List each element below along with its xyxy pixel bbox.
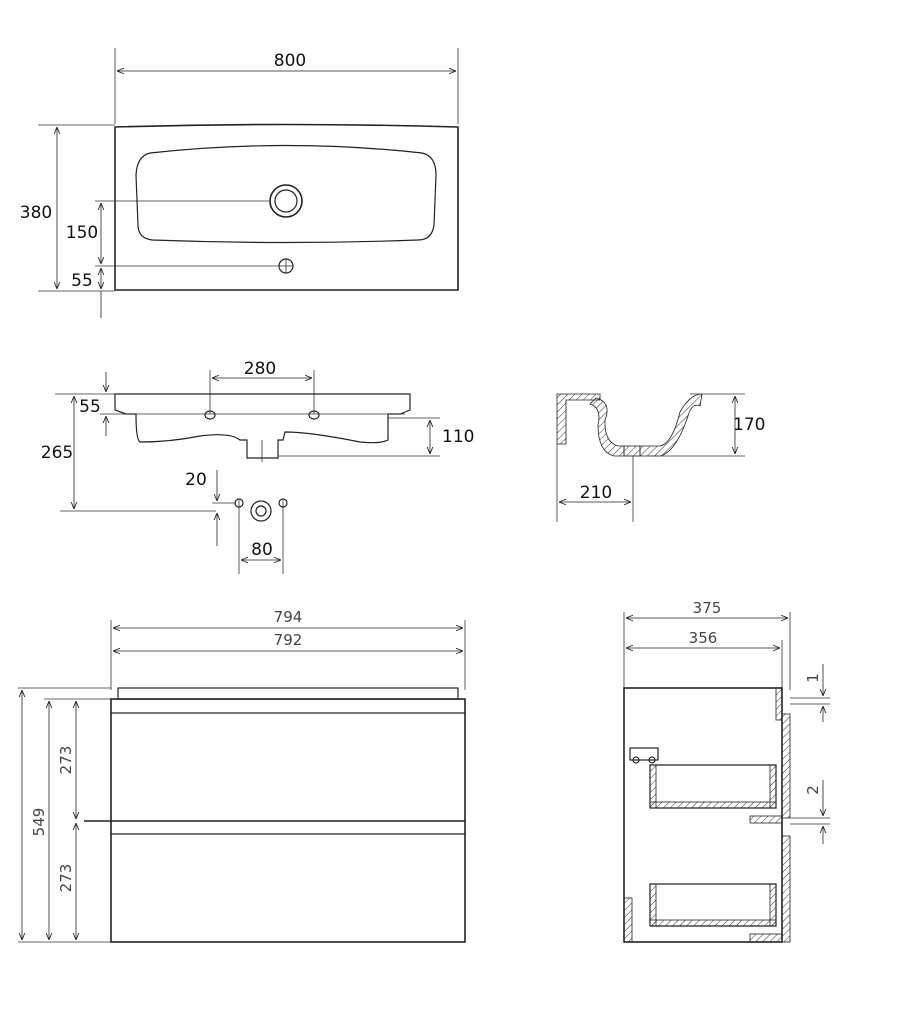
tap-hole-inner <box>274 189 298 213</box>
dim-drain-offset-label: 210 <box>580 483 612 503</box>
dim-gap-top-label: 1 <box>804 673 822 683</box>
dim-tap-offset-label: 150 <box>66 223 98 243</box>
side-back-top <box>775 687 783 721</box>
tap-hole-left <box>204 410 216 420</box>
waste-hole-outer <box>250 500 272 522</box>
cabinet-front-view: 794 792 549 273 273 <box>18 608 466 943</box>
dim-bowl-depth-label: 110 <box>442 427 474 447</box>
dim-total-height-label: 265 <box>41 443 73 463</box>
dim-rim-offset-label: 55 <box>79 397 101 417</box>
cabinet-side-body <box>623 687 783 943</box>
wall-rail <box>749 815 783 824</box>
dim-side-depth-outer-label: 375 <box>693 599 722 617</box>
drawer-runner <box>629 747 659 761</box>
bowl-outline <box>135 144 437 244</box>
wall-upper <box>781 713 791 819</box>
dim-side-depth-inner-label: 356 <box>689 629 718 647</box>
dim-drawer-upper-label: 273 <box>57 746 75 775</box>
tap-hole-right <box>308 410 320 420</box>
dim-overflow-offset-label: 55 <box>71 271 93 291</box>
basin-profile <box>114 393 411 459</box>
dim-cabinet-inner-width-label: 792 <box>274 631 303 649</box>
side-bowl-wall <box>589 397 625 457</box>
dim-tap-spacing-label: 280 <box>244 359 276 379</box>
waste-hole-inner <box>255 505 267 517</box>
dim-hole-offset-label: 20 <box>185 470 207 490</box>
dim-width-label: 800 <box>274 51 306 71</box>
wall-lower <box>781 835 791 943</box>
basin-side-section: 170 210 <box>556 393 765 522</box>
basin-front-section: 280 55 265 110 80 20 <box>41 359 474 574</box>
basin-outline <box>114 123 459 291</box>
side-front-wall <box>639 393 703 457</box>
dim-hole-spacing-label: 80 <box>251 540 273 560</box>
dim-cabinet-height-label: 549 <box>30 808 48 837</box>
drain-outlet <box>623 445 641 457</box>
dim-cabinet-outer-width-label: 794 <box>274 608 303 626</box>
dim-depth-label: 380 <box>20 203 52 223</box>
dim-side-height-label: 170 <box>733 415 765 435</box>
cabinet-top-basin <box>117 687 459 700</box>
dim-gap-mid-label: 2 <box>804 785 822 795</box>
dim-drawer-lower-label: 273 <box>57 864 75 893</box>
cabinet-side-view: 375 356 1 2 <box>623 599 830 943</box>
basin-top-view: 800 380 150 55 <box>20 48 459 318</box>
